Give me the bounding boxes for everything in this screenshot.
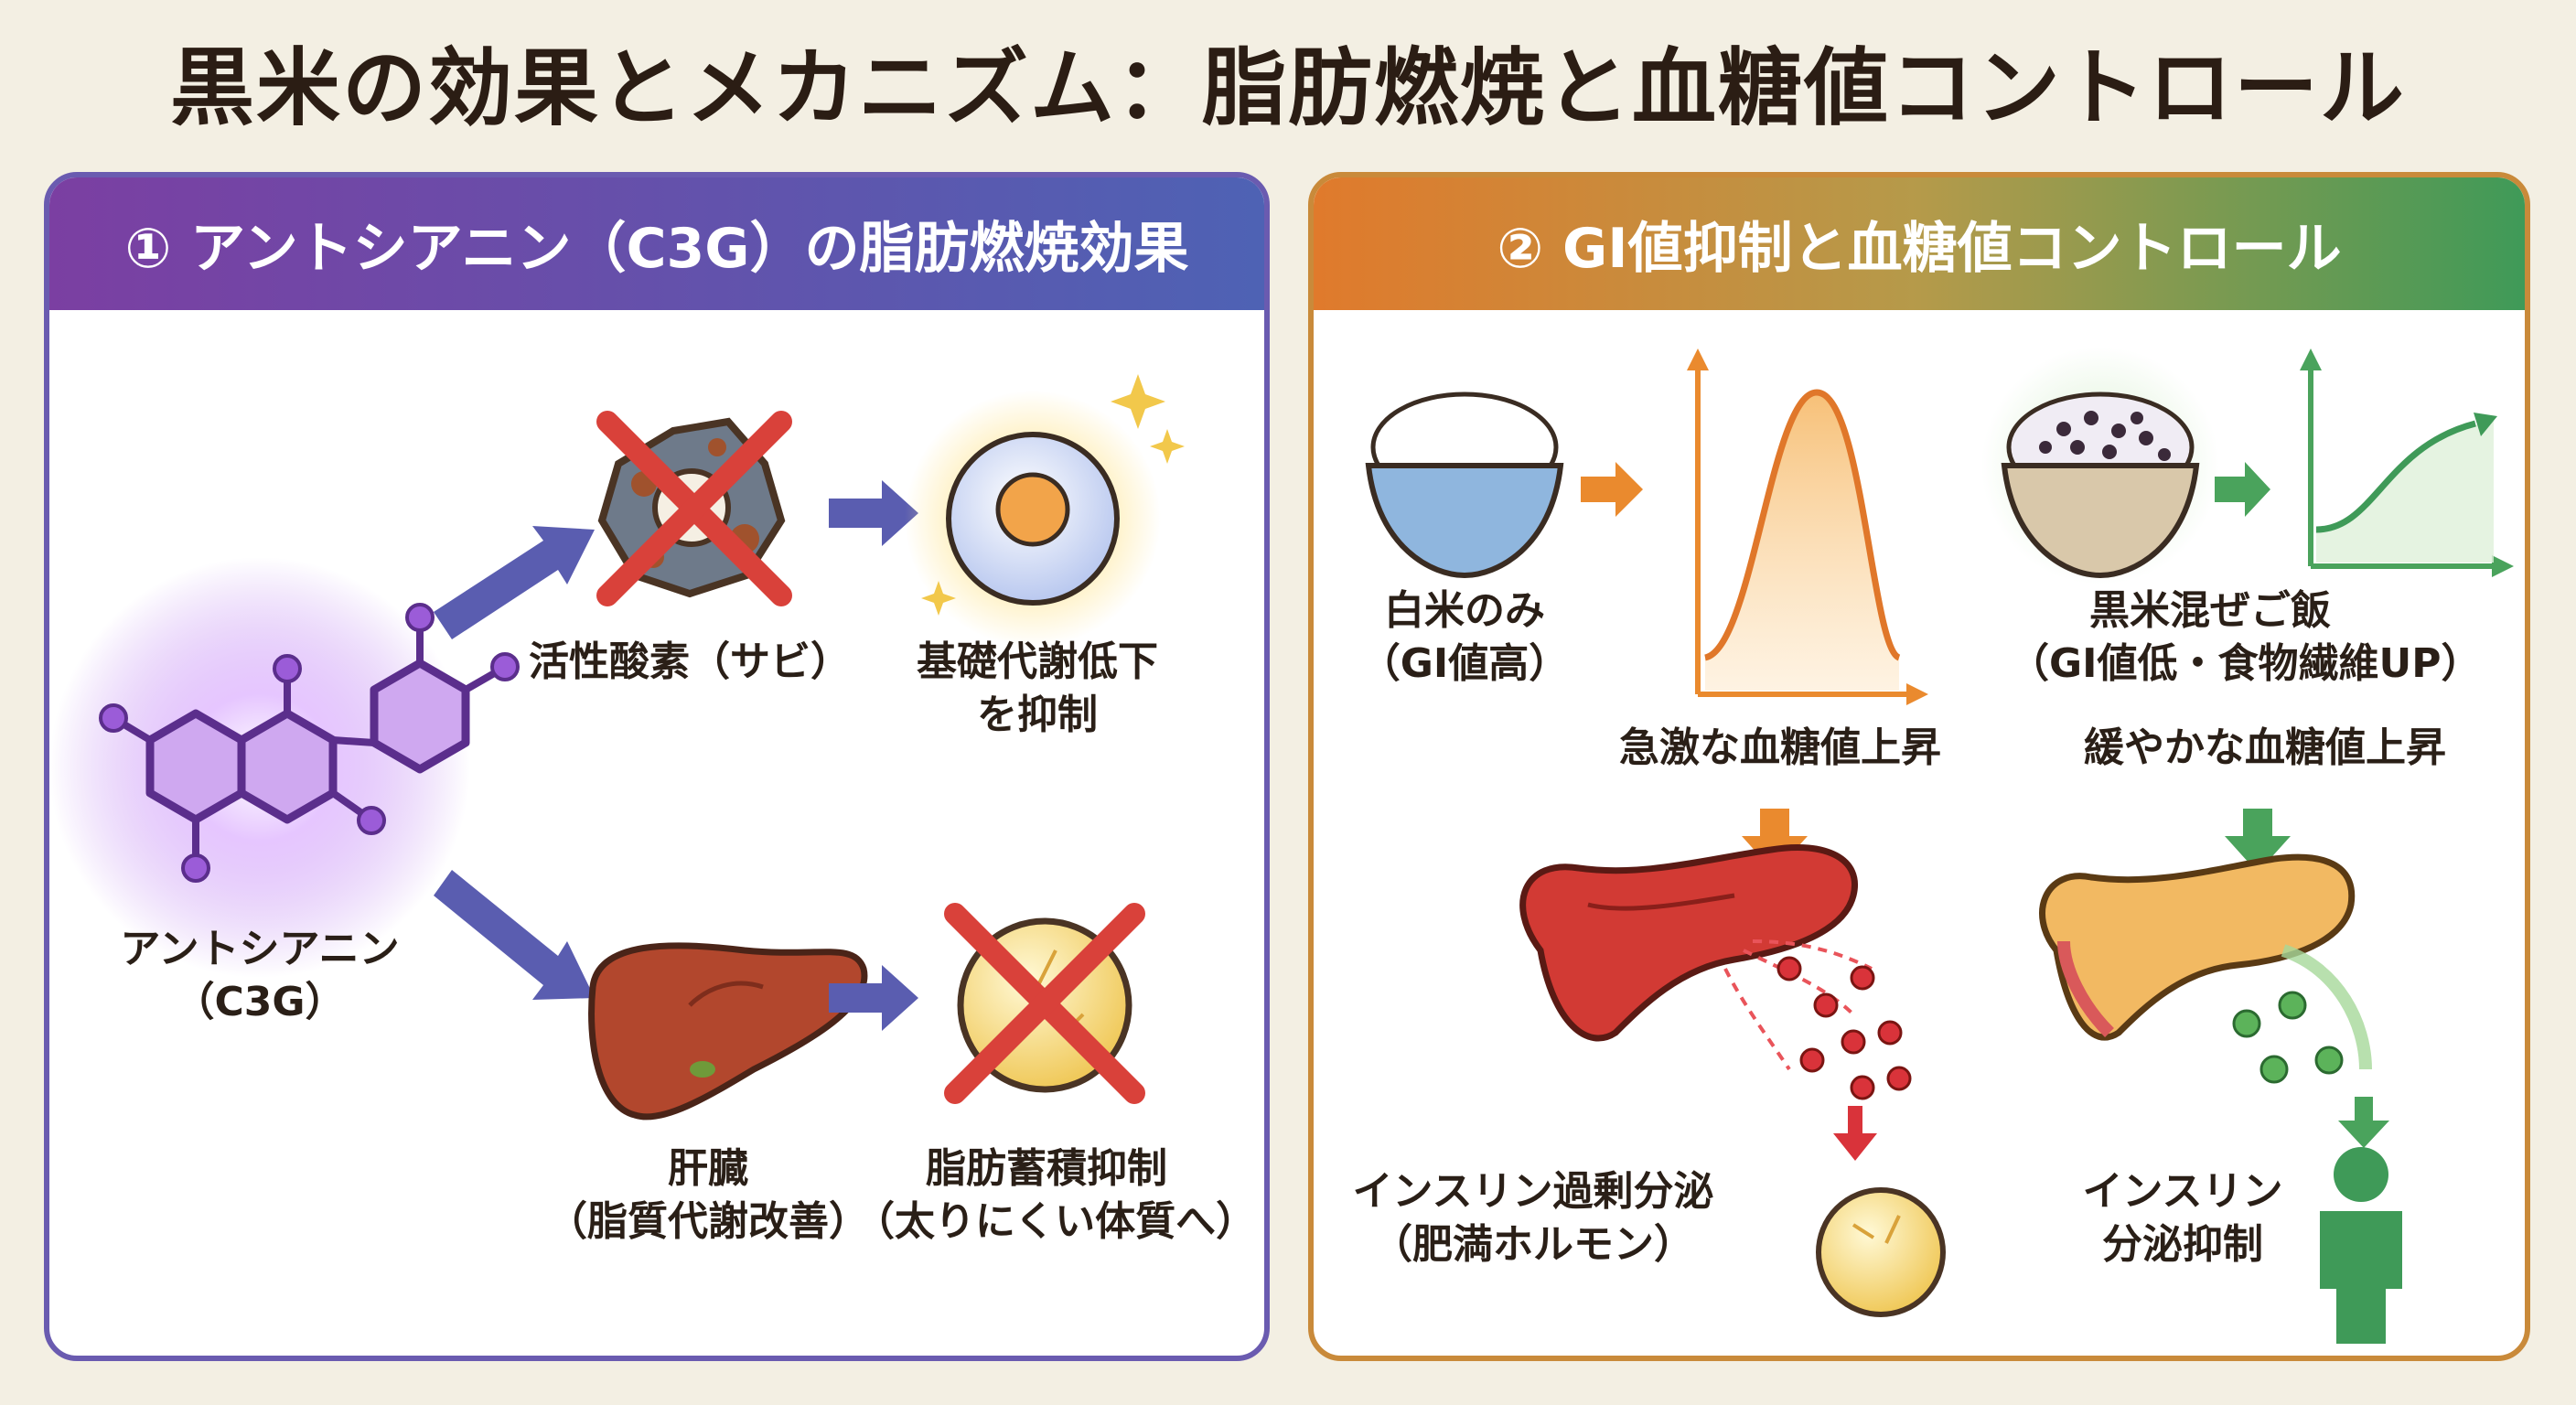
basal-metabolism-label: 基礎代謝低下 を抑制 — [917, 638, 1158, 738]
gi-illustration — [1365, 347, 2514, 1344]
black-rice-bowl-icon — [1981, 347, 2219, 585]
arrow-down-icon — [2338, 1097, 2389, 1148]
cross-mark-icon — [596, 411, 792, 606]
fat-cell-icon — [1816, 1187, 1946, 1317]
page-title: 黒米の効果とメカニズム：脂肪燃焼と血糖値コントロール — [169, 39, 2406, 137]
sharp-spike-graph — [1687, 349, 1928, 705]
liver-label: 肝臓 （脂質代謝改善） — [547, 1145, 869, 1245]
gi-panel: ② GI値抑制と血糖値コントロール — [1308, 172, 2530, 1361]
gi-panel-header: ② GI値抑制と血糖値コントロール — [1314, 177, 2525, 310]
pancreas-normal-icon — [2039, 853, 2389, 1148]
person-icon — [2320, 1147, 2402, 1344]
metabolism-cell-icon — [905, 374, 1185, 647]
ros-label: 活性酸素（サビ） — [529, 638, 851, 685]
arrow-right-icon — [1581, 462, 1643, 517]
arrow-up-icon — [434, 526, 595, 639]
fat-suppression-label: 脂肪蓄積抑制 （太りにくい体質へ） — [854, 1145, 1257, 1245]
cross-mark-icon — [944, 903, 1145, 1104]
anthocyanin-panel-body: アントシアニン （C3G） 活性酸素（サビ） 基礎代謝低下 を抑制 肝臓 （脂質… — [49, 310, 1264, 1353]
anthocyanin-illustration — [49, 374, 1185, 1121]
anthocyanin-panel-header: ① アントシアニン（C3G）の脂肪燃焼効果 — [49, 177, 1264, 310]
sharp-rise-label: 急激な血糖値上昇 — [1619, 724, 1941, 771]
arrow-down-icon — [2225, 809, 2291, 873]
arrow-right-icon — [2215, 462, 2270, 517]
arrow-down-icon — [1833, 1106, 1877, 1161]
fat-cell-icon — [944, 903, 1145, 1104]
white-rice-label: 白米のみ （GI値高） — [1359, 587, 1570, 687]
arrow-down-icon — [434, 870, 595, 1000]
arrow-down-icon — [1742, 809, 1808, 873]
arrow-right-icon — [829, 480, 918, 546]
arrow-right-icon — [829, 965, 918, 1031]
white-rice-bowl-icon — [1365, 391, 1564, 579]
gentle-curve-graph — [2300, 349, 2514, 577]
liver-icon — [588, 942, 868, 1121]
anthocyanin-panel: ① アントシアニン（C3G）の脂肪燃焼効果 — [44, 172, 1270, 1361]
insulin-suppress-label: インスリン 分泌抑制 — [2082, 1168, 2283, 1268]
reactive-oxygen-icon — [596, 411, 792, 606]
gi-panel-body: 白米のみ （GI値高） 黒米混ぜご飯 （GI値低・食物繊維UP） 急激な血糖値上… — [1314, 310, 2525, 1353]
insulin-excess-label: インスリン過剰分泌 （肥満ホルモン） — [1352, 1168, 1714, 1268]
pancreas-overactive-icon — [1519, 843, 1912, 1161]
anthocyanin-molecule-icon — [49, 557, 520, 978]
black-rice-label: 黒米混ぜご飯 （GI値低・食物繊維UP） — [2009, 587, 2482, 687]
anthocyanin-label: アントシアニン （C3G） — [120, 926, 400, 1025]
gentle-rise-label: 緩やかな血糖値上昇 — [2084, 724, 2446, 771]
